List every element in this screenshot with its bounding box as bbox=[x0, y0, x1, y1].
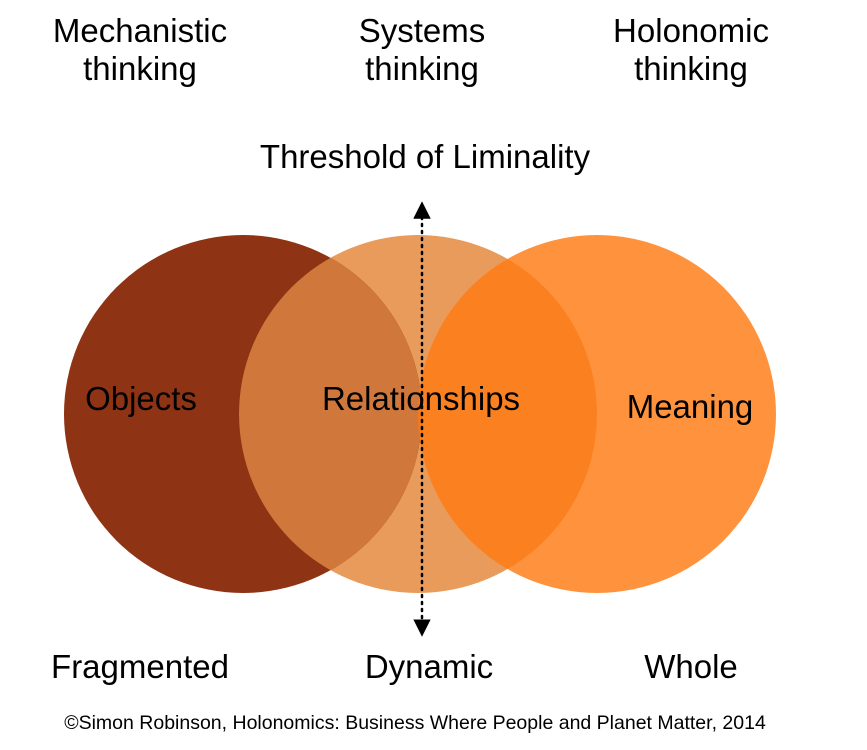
heading-line: Mechanistic bbox=[52, 12, 228, 49]
heading-line: thinking bbox=[83, 49, 197, 87]
heading-line: thinking bbox=[634, 49, 748, 87]
label-objects: Objects bbox=[85, 380, 197, 417]
heading-holonomic-thinking: Holonomic thinking bbox=[551, 12, 831, 88]
bottom-label-fragmented: Fragmented bbox=[51, 648, 229, 685]
heading-line: thinking bbox=[365, 49, 479, 87]
threshold-label: Threshold of Liminality bbox=[259, 138, 591, 175]
heading-mechanistic-thinking: Mechanistic thinking bbox=[0, 12, 280, 88]
bottom-label-dynamic: Dynamic bbox=[364, 648, 494, 685]
label-meaning: Meaning bbox=[627, 388, 754, 425]
circle-meaning-overlay bbox=[418, 235, 776, 593]
heading-line: Holonomic bbox=[613, 12, 769, 49]
heading-systems-thinking: Systems thinking bbox=[282, 12, 562, 88]
label-relationships: Relationships bbox=[322, 380, 520, 417]
heading-line: Systems bbox=[358, 12, 486, 49]
bottom-label-whole: Whole bbox=[644, 648, 738, 685]
copyright-notice: ©Simon Robinson, Holonomics: Business Wh… bbox=[64, 712, 766, 734]
